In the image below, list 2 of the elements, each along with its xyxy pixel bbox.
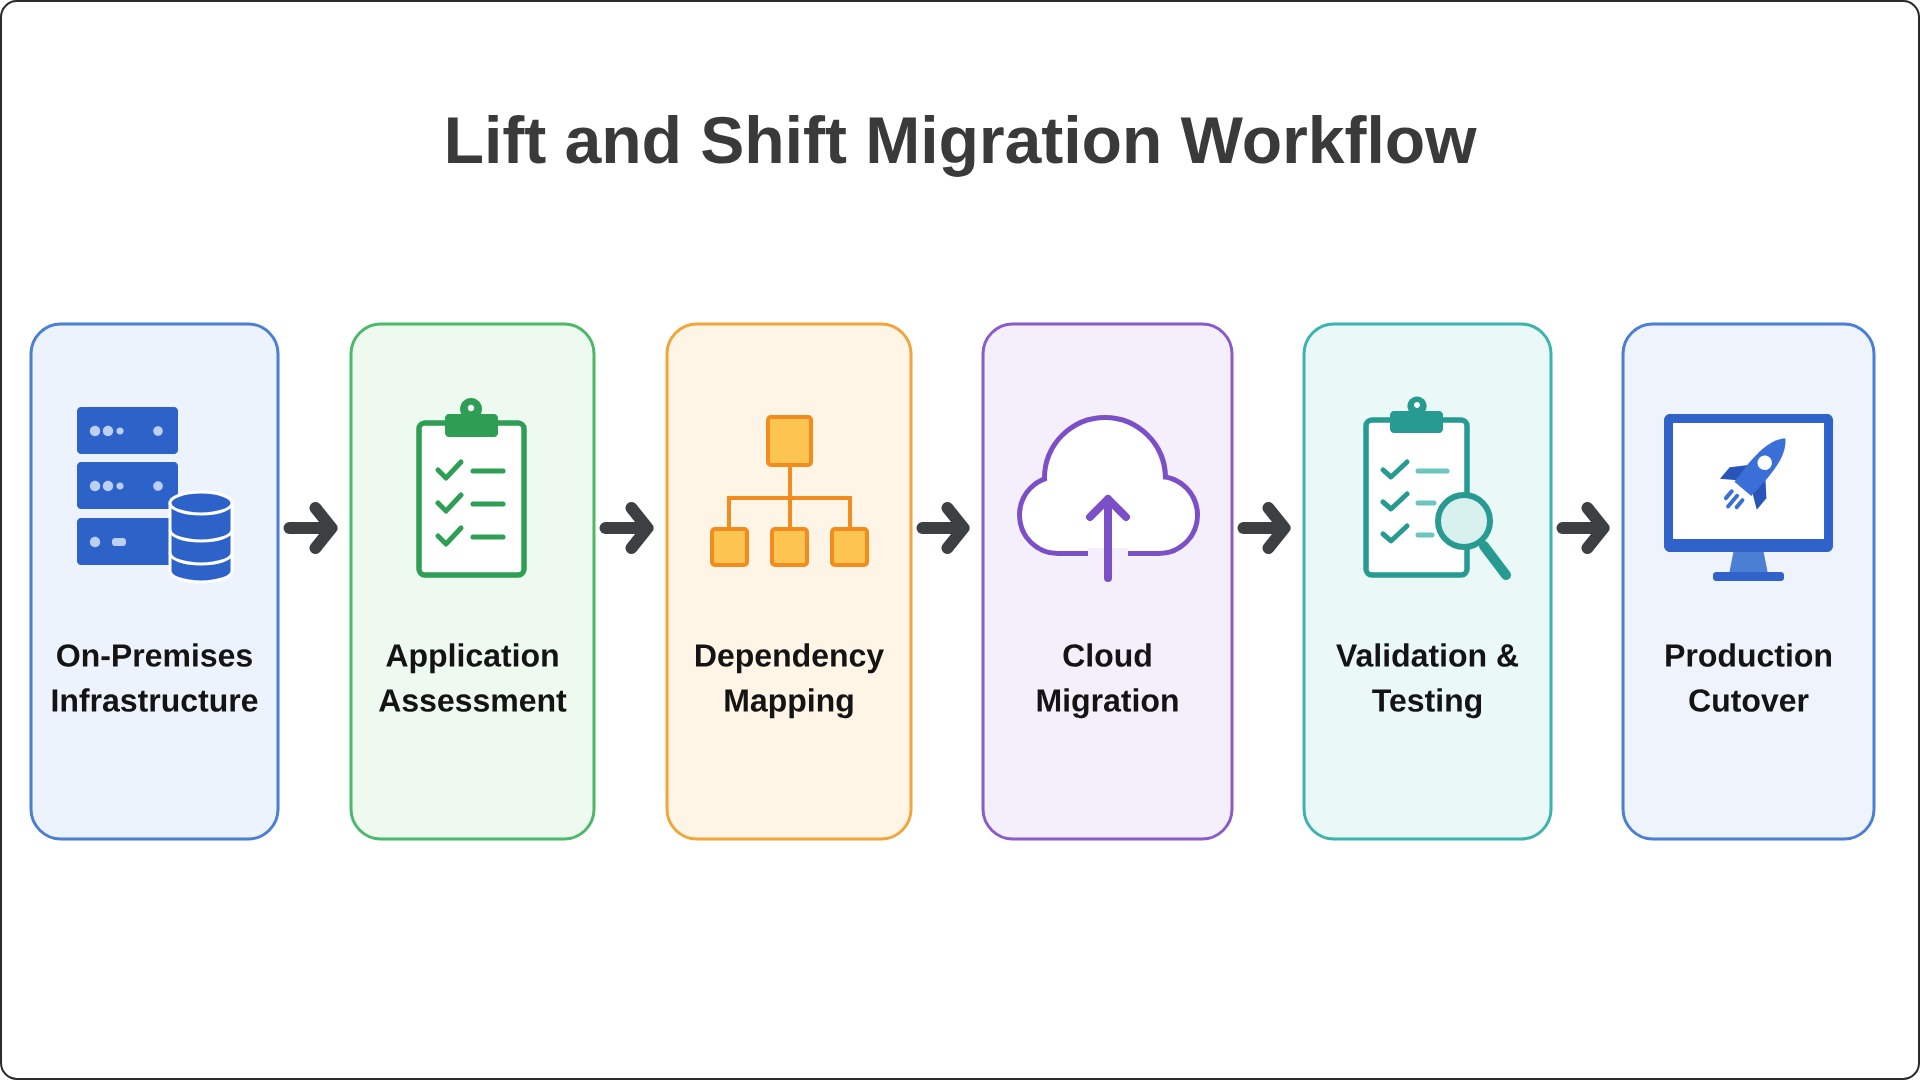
step-card: Dependency Mapping (665, 322, 913, 841)
title: Lift and Shift Migration Workflow (448, 115, 1477, 177)
